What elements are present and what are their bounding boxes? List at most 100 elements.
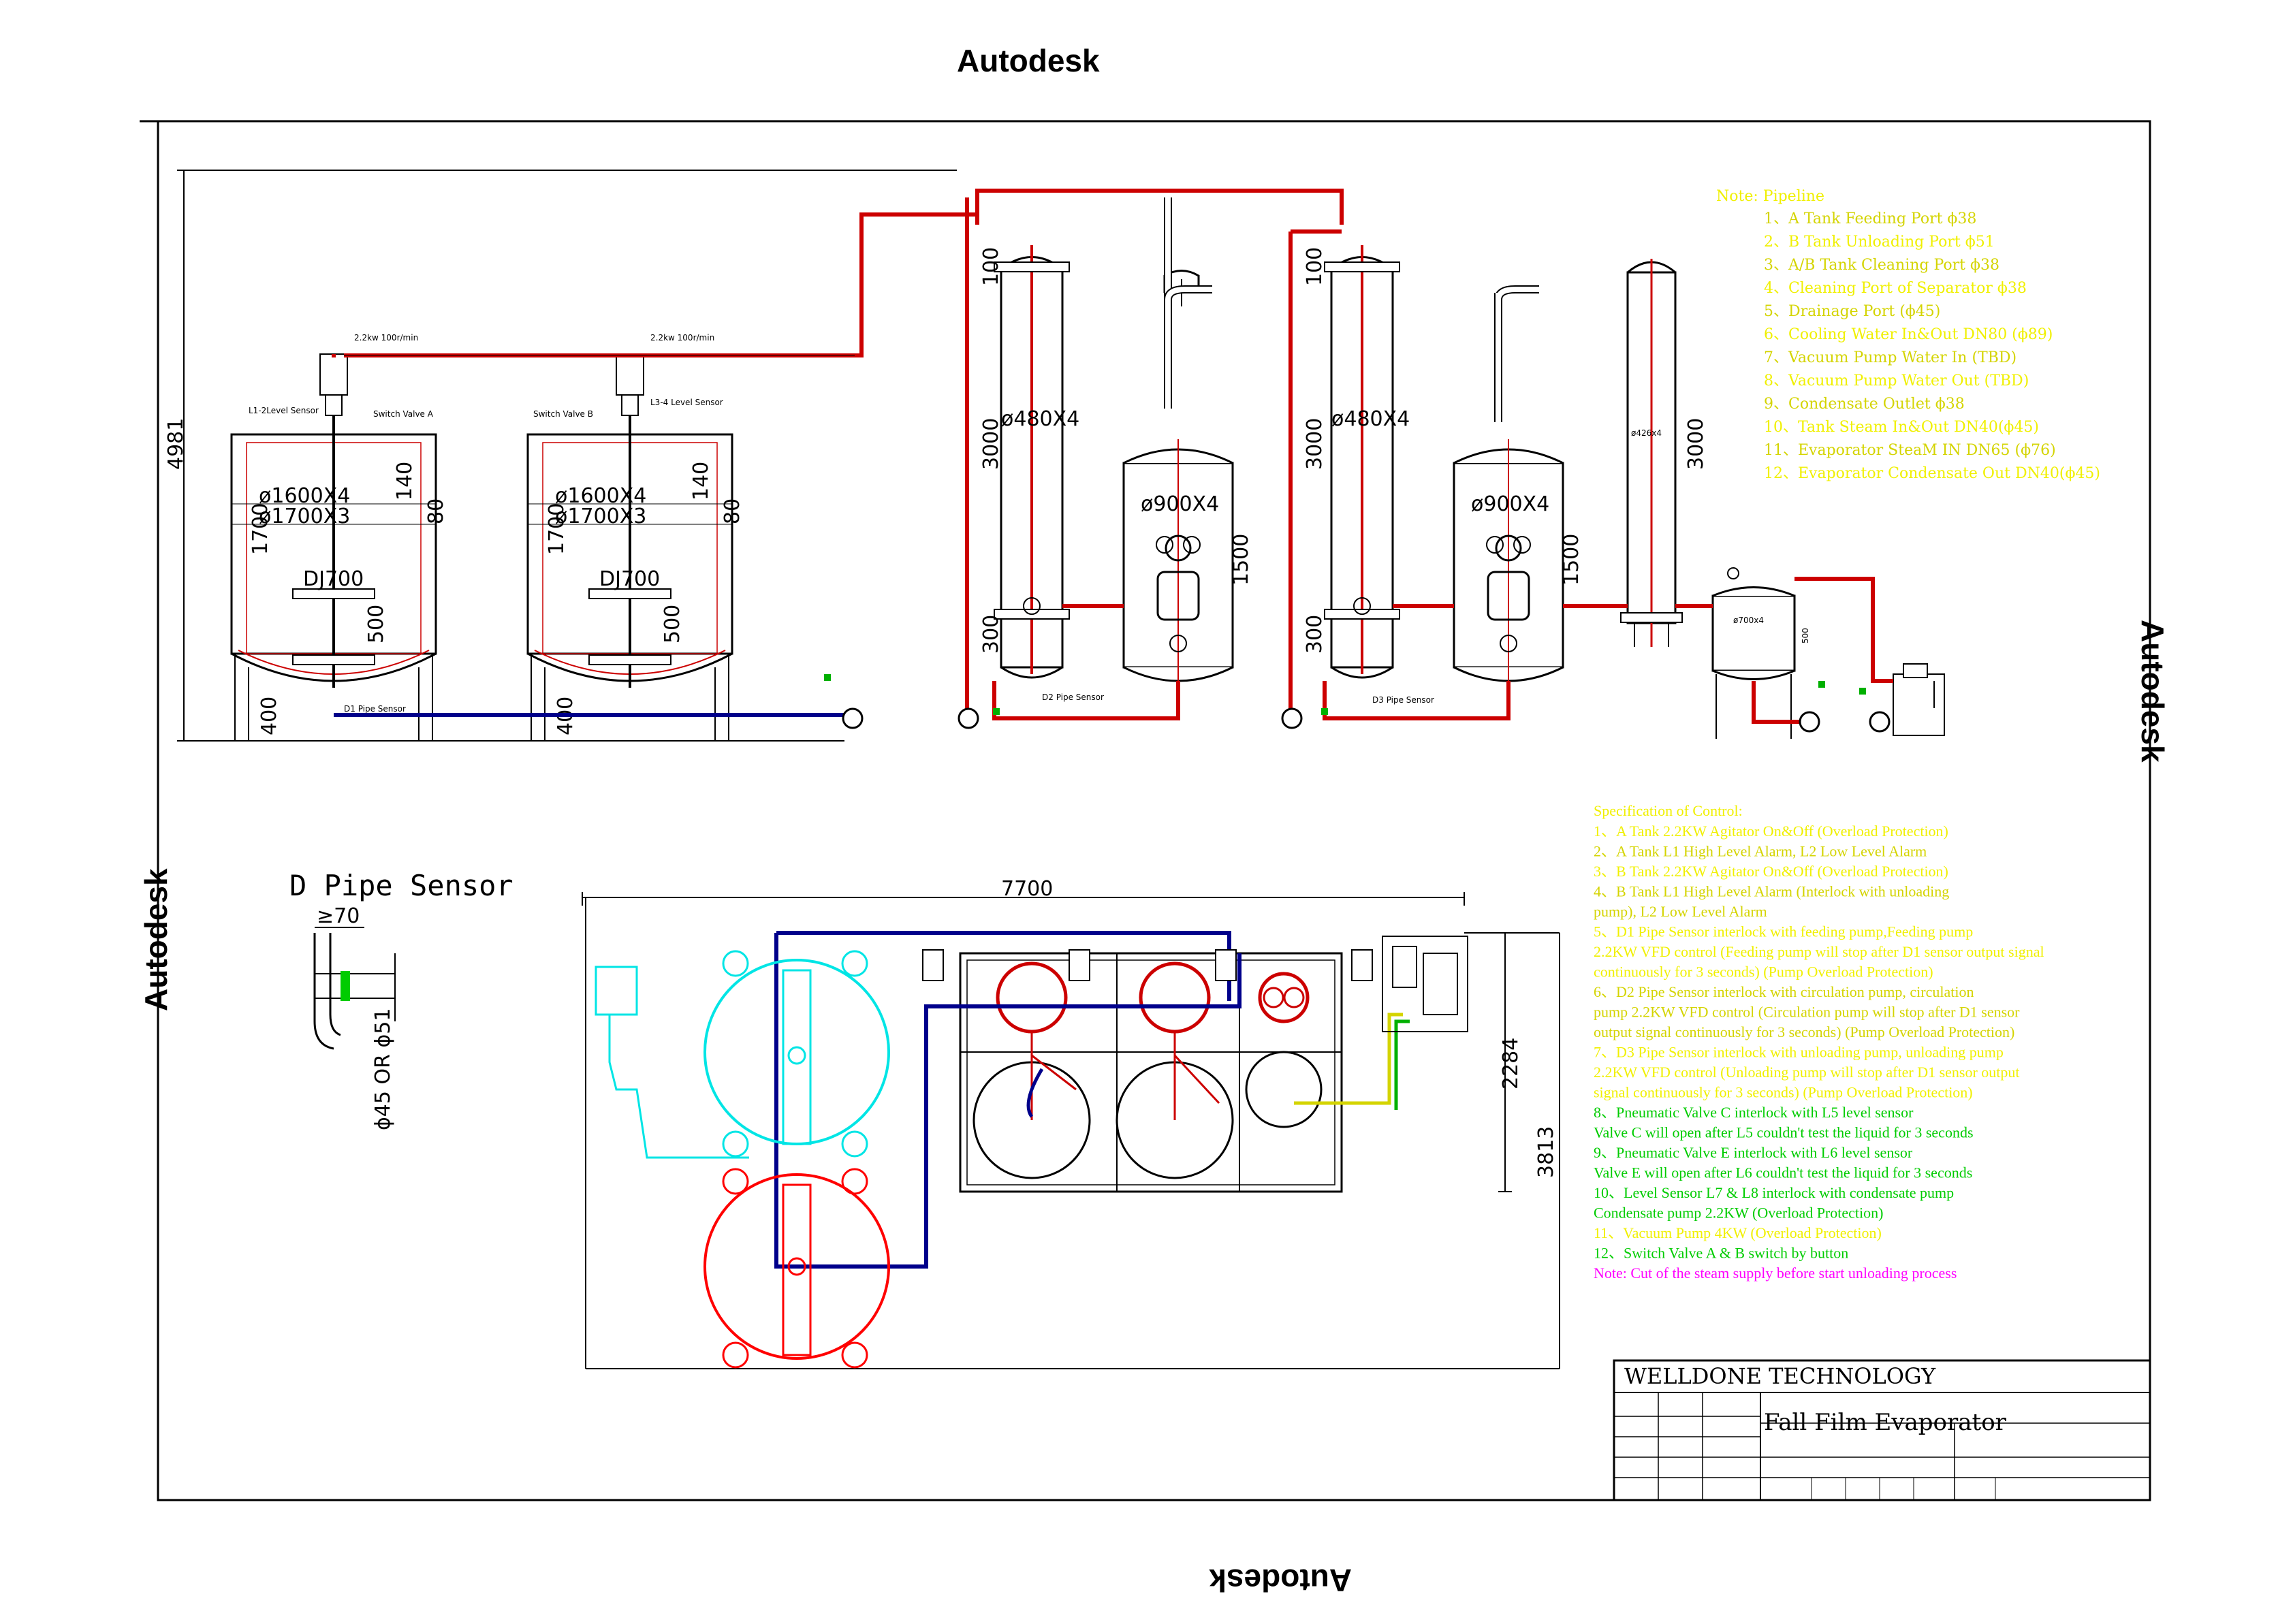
condenser: ø426x4 3000	[1620, 259, 1708, 647]
pipeline-note-items: 1、A Tank Feeding Port ϕ38 2、B Tank Unload…	[1764, 210, 2100, 482]
spec.lines-line-22: 12、Switch Valve A & B switch by button	[1594, 1245, 1848, 1262]
tank-a-switch-valve: Switch Valve A	[373, 409, 434, 419]
col1-top: 100	[979, 247, 1003, 286]
title-block-company: WELLDONE TECHNOLOGY	[1624, 1363, 1936, 1389]
col1-bottom: 300	[979, 615, 1003, 654]
pipeline_note.items-line-6: 6、Cooling Water In&Out DN80 (ϕ89)	[1764, 326, 2053, 343]
circulation-pump-2	[1281, 707, 1303, 729]
watermark-right: Autodesk	[2135, 620, 2170, 763]
spec.lines-line-16: Valve C will open after L5 couldn't test…	[1594, 1124, 1974, 1141]
tank-b-dim-500: 500	[661, 605, 684, 643]
spec.lines-line-3: 3、B Tank 2.2KW Agitator On&Off (Overload…	[1594, 863, 1948, 880]
tank-b-dia-inner: ø1600X4	[555, 484, 646, 508]
pipeline-note-title: Note: Pipeline	[1716, 188, 1824, 205]
title-block: WELLDONE TECHNOLOGY Fall Film Evaporator	[1613, 1359, 2151, 1501]
spec.lines-line-5: pump), L2 Low Level Alarm	[1594, 903, 1767, 920]
title-block-drawing: Fall Film Evaporator	[1764, 1409, 2007, 1436]
d2-sensor-label: D2 Pipe Sensor	[1042, 692, 1104, 702]
spec.lines-line-1: 1、A Tank 2.2KW Agitator On&Off (Overload…	[1594, 823, 1948, 840]
plan-tank-b	[703, 1168, 890, 1369]
spec.lines-line-6: 5、D1 Pipe Sensor interlock with feeding …	[1594, 923, 1973, 940]
tank-a-d1-sensor: D1 Pipe Sensor	[344, 704, 406, 714]
d-pipe-sensor-title: D Pipe Sensor	[289, 869, 513, 902]
receiver-dia: ø700x4	[1733, 616, 1764, 625]
tank-a: 2.2kw 100r/min L1-2Level Sensor Switch V…	[230, 333, 448, 741]
spec.lines-line-18: Valve E will open after L6 couldn't test…	[1594, 1164, 1972, 1181]
pipeline_note.items-line-4: 4、Cleaning Port of Separator ϕ38	[1764, 280, 2027, 297]
sep1-dia: ø900X4	[1141, 492, 1219, 516]
evaporator-area: ø480X4 3000 100 300 ø900X4 1500	[821, 189, 1945, 739]
spec-title: Specification of Control:	[1594, 802, 1743, 819]
sep1-height: 1500	[1229, 534, 1253, 586]
evaporator-column-1: ø480X4 3000 100 300	[979, 245, 1079, 679]
spec.lines-line-15: 8、Pneumatic Valve C interlock with L5 le…	[1594, 1104, 1914, 1121]
tank-b-dia-outer: ø1700X3	[555, 505, 646, 528]
tank-a-dim-500: 500	[364, 605, 388, 643]
spec.lines-line-20: Condensate pump 2.2KW (Overload Protecti…	[1594, 1205, 1883, 1222]
tank-a-dim-140: 140	[393, 462, 417, 500]
tank-b-dim-80: 80	[721, 498, 744, 524]
col2-bottom: 300	[1303, 615, 1327, 654]
pipeline_note.items-line-8: 8、Vacuum Pump Water Out (TBD)	[1764, 372, 2029, 389]
vacuum-pump	[1893, 663, 1945, 736]
pipeline_note.items-line-12: 12、Evaporator Condensate Out DN40(ϕ45)	[1764, 465, 2100, 482]
col1-height: 3000	[979, 418, 1003, 470]
spec.lines-line-17: 9、Pneumatic Valve E interlock with L6 le…	[1594, 1144, 1913, 1161]
spec.lines-line-7: 2.2KW VFD control (Feeding pump will sto…	[1594, 943, 2044, 960]
col2-top: 100	[1303, 247, 1327, 286]
tank-a-dim-400: 400	[257, 697, 281, 735]
vacuum-pump-motor	[1869, 711, 1891, 733]
d-pipe-sensor-dim-side: ϕ45 OR ϕ51	[371, 1008, 395, 1130]
overall-height-dim: 4981	[164, 418, 188, 470]
tank-b-switch-valve: Switch Valve B	[533, 409, 593, 419]
spec.lines-line-14: signal continuously for 3 seconds) (Pump…	[1594, 1084, 1973, 1101]
pipeline_note.items-line-5: 5、Drainage Port (ϕ45)	[1764, 303, 1940, 320]
feeding-pump	[842, 707, 864, 729]
sep2-dia: ø900X4	[1471, 492, 1549, 516]
spec.lines-line-12: 7、D3 Pipe Sensor interlock with unloadin…	[1594, 1044, 2004, 1061]
spec.lines-line-10: pump 2.2KW VFD control (Circulation pump…	[1594, 1004, 2020, 1021]
pipeline-note: Note: Pipeline 1、A Tank Feeding Port ϕ38…	[1716, 188, 2100, 482]
watermark-top: Autodesk	[957, 43, 1100, 78]
tank-a-height: 1700	[249, 503, 272, 555]
spec.lines-line-21: 11、Vacuum Pump 4KW (Overload Protection)	[1594, 1224, 1882, 1241]
spec.lines-line-23: Note: Cut of the steam supply before sta…	[1594, 1264, 1957, 1281]
pipeline_note.items-line-2: 2、B Tank Unloading Port ϕ51	[1764, 234, 1995, 251]
pipeline_note.items-line-3: 3、A/B Tank Cleaning Port ϕ38	[1764, 257, 1999, 274]
watermark-left: Autodesk	[138, 868, 174, 1011]
col1-dia: ø480X4	[1001, 407, 1079, 431]
evaporator-column-2: ø480X4 3000 100 300	[1303, 245, 1410, 679]
plan-tank-a	[595, 950, 890, 1159]
tank-b-level-sensor: L3-4 Level Sensor	[650, 398, 723, 407]
condensate-pump	[1799, 711, 1820, 733]
tank-b-height: 1700	[545, 503, 569, 555]
d-pipe-sensor-detail: D Pipe Sensor ≥70 ϕ45 OR ϕ51	[289, 869, 513, 1130]
watermark-bottom: Autodesk	[1209, 1563, 1352, 1598]
spec.lines-line-2: 2、A Tank L1 High Level Alarm, L2 Low Lev…	[1594, 843, 1927, 860]
pipeline_note.items-line-11: 11、Evaporator SteaM IN DN65 (ϕ76)	[1764, 442, 2056, 459]
tank-a-dim-80: 80	[424, 498, 448, 524]
spec.lines-line-13: 2.2KW VFD control (Unloading pump will s…	[1594, 1064, 2020, 1081]
receiver-tank: ø700x4 500	[1711, 567, 1810, 739]
tank-b: 2.2kw 100r/min L3-4 Level Sensor Switch …	[526, 333, 744, 741]
spec.lines-line-11: output signal continuously for 3 seconds…	[1594, 1023, 2014, 1040]
control-spec: Specification of Control: 1、A Tank 2.2KW…	[1594, 802, 2044, 1281]
pipeline_note.items-line-7: 7、Vacuum Pump Water In (TBD)	[1764, 349, 2017, 366]
layout-depth1: 2284	[1499, 1038, 1523, 1089]
spec.lines-line-9: 6、D2 Pipe Sensor interlock with circulat…	[1594, 983, 1974, 1000]
condenser-height: 3000	[1684, 418, 1708, 470]
tank-a-motor-label: 2.2kw 100r/min	[354, 333, 418, 343]
tank-a-dia-outer: ø1700X3	[259, 505, 350, 528]
tank-b-dim-140: 140	[689, 462, 713, 500]
spec.lines-line-8: continuously for 3 seconds) (Pump Overlo…	[1594, 964, 1933, 981]
sep2-height: 1500	[1560, 534, 1583, 586]
col2-dia: ø480X4	[1331, 407, 1410, 431]
col2-height: 3000	[1303, 418, 1327, 470]
layout-width: 7700	[1001, 877, 1053, 901]
pipeline_note.items-line-10: 10、Tank Steam In&Out DN40(ϕ45)	[1764, 419, 2039, 436]
pipeline_note.items-line-1: 1、A Tank Feeding Port ϕ38	[1764, 210, 1976, 227]
tank-a-level-sensor: L1-2Level Sensor	[249, 406, 319, 415]
layout-plan: 7700 2284 3813	[582, 877, 1560, 1369]
spec-lines: 1、A Tank 2.2KW Agitator On&Off (Overload…	[1594, 823, 2044, 1281]
